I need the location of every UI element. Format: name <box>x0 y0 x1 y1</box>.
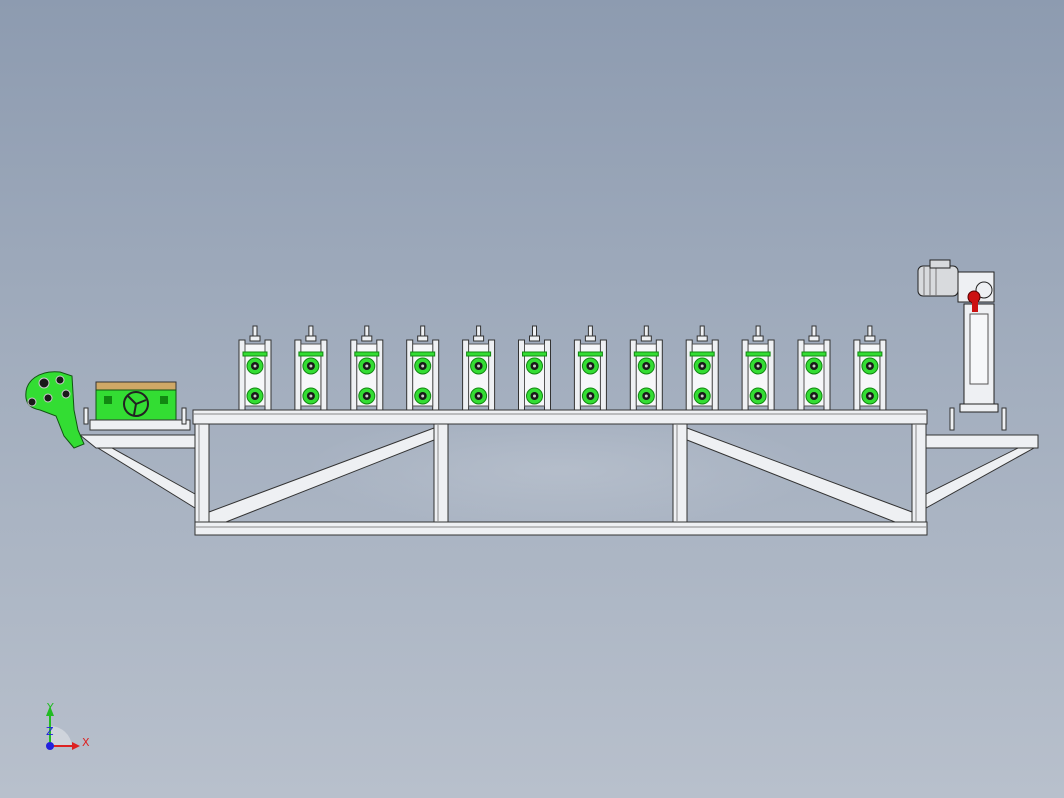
roller-stand[interactable] <box>518 325 551 411</box>
stand-side-plate <box>629 339 637 411</box>
stand-side-plate <box>406 339 414 411</box>
stand-side-plate <box>544 339 551 411</box>
stand-side-plate <box>518 339 525 411</box>
y-axis-label: Y <box>46 701 54 714</box>
z-axis-dot <box>46 742 54 750</box>
x-axis-label: X <box>82 736 90 749</box>
roller-stand[interactable] <box>853 325 887 411</box>
left-cantilever-arm <box>78 434 196 449</box>
frame-post-right <box>911 423 927 523</box>
roller-stand[interactable] <box>629 325 663 411</box>
stand-side-plate <box>488 339 496 411</box>
frame-bottom-beam <box>194 521 928 536</box>
cutting-unit[interactable] <box>917 259 1007 431</box>
right-cantilever-arm <box>925 434 1039 449</box>
stand-side-plate <box>741 339 749 411</box>
stand-side-plate <box>376 339 384 411</box>
roller-stand[interactable] <box>238 325 272 411</box>
frame-post-left <box>194 423 210 523</box>
stand-side-plate <box>823 339 831 411</box>
stand-side-plate <box>879 339 887 411</box>
entry-guide-bolt <box>55 375 65 385</box>
roller-stand[interactable] <box>462 325 496 411</box>
entry-guide[interactable] <box>25 371 85 449</box>
stand-side-plate <box>767 339 775 411</box>
stand-side-plate <box>294 339 302 411</box>
z-axis-label: Z <box>46 725 54 738</box>
stand-side-plate <box>462 339 470 411</box>
roller-stand[interactable] <box>685 325 719 411</box>
stand-side-plate <box>711 339 719 411</box>
roller-stand[interactable] <box>350 325 384 411</box>
stand-side-plate <box>320 339 328 411</box>
stand-side-plate <box>685 339 693 411</box>
right-cantilever-brace <box>925 447 1036 509</box>
stand-side-plate <box>350 339 358 411</box>
stand-side-plate <box>573 339 581 411</box>
roller-stand[interactable] <box>573 325 607 411</box>
cutter-blade <box>972 300 978 312</box>
feeding-unit-base <box>89 419 191 431</box>
frame-post-mid-right <box>672 423 688 523</box>
entry-guide-plate <box>25 371 85 449</box>
entry-guide-bolt <box>43 393 53 403</box>
frame-diagonal-right <box>686 427 913 523</box>
stand-side-plate <box>238 339 246 411</box>
stand-side-plate <box>655 339 663 411</box>
coordinate-triad: Y Z X <box>46 701 90 750</box>
frame-post-mid-left <box>433 423 449 523</box>
roller-stand[interactable] <box>741 325 775 411</box>
frame-diagonal-left <box>208 427 435 523</box>
entry-guide-bolt <box>38 377 50 389</box>
frame-top-beam <box>192 409 928 425</box>
handwheel-icon[interactable] <box>123 391 149 417</box>
stand-side-plate <box>797 339 805 411</box>
gear-icon <box>975 281 993 299</box>
roller-stand[interactable] <box>294 325 328 411</box>
entry-guide-bolt <box>61 389 71 399</box>
stand-side-plate <box>264 339 272 411</box>
roller-stand[interactable] <box>406 325 440 411</box>
stand-side-plate <box>432 339 440 411</box>
motor-terminal-box <box>929 259 951 269</box>
entry-guide-bolt <box>27 397 37 407</box>
stand-side-plate <box>853 339 861 411</box>
stand-side-plate <box>599 339 607 411</box>
feeding-unit-top <box>95 381 177 391</box>
machine-frame[interactable] <box>78 409 1039 536</box>
roller-stands[interactable] <box>238 325 887 411</box>
left-cantilever-brace <box>96 447 196 509</box>
feeding-unit[interactable] <box>83 381 191 431</box>
roller-stand[interactable] <box>797 325 831 411</box>
